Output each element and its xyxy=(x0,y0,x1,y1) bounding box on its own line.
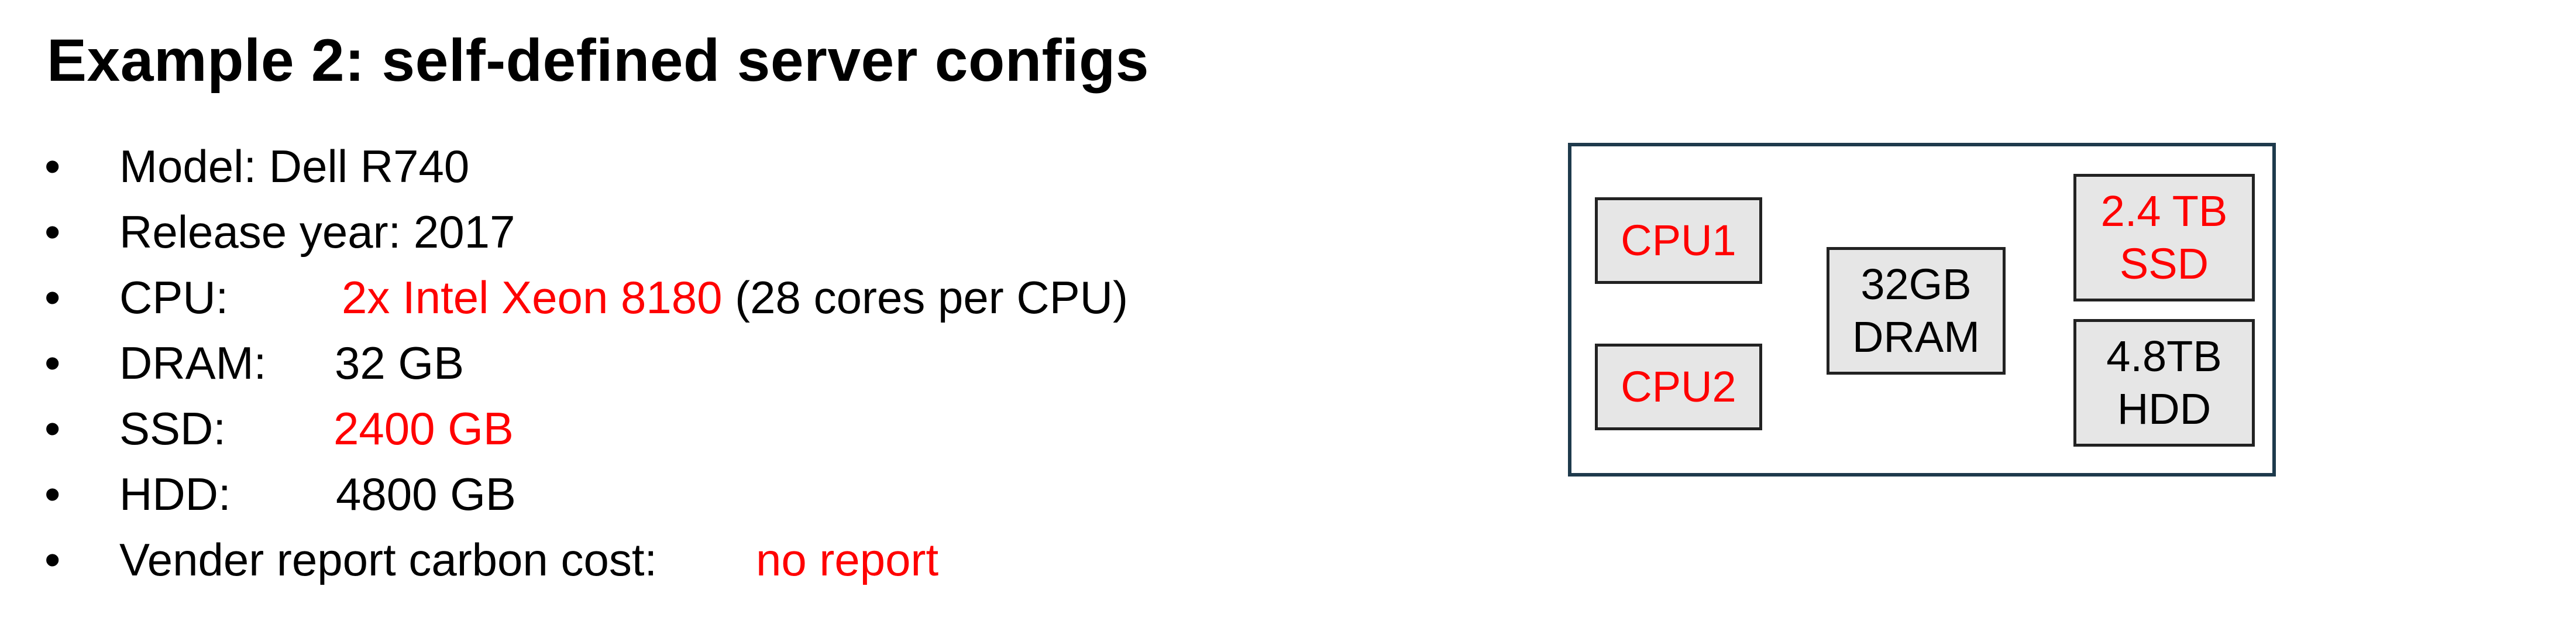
spec-label: Model: Dell R740 xyxy=(119,140,470,192)
spec-value-suffix: (28 cores per CPU) xyxy=(722,272,1129,323)
dram-size-label: 32GB xyxy=(1860,259,1972,309)
page-title: Example 2: self-defined server configs xyxy=(47,27,1149,94)
spec-label: SSD: xyxy=(119,403,226,454)
spec-value: 32 GB xyxy=(335,337,465,389)
spec-value: 2x Intel Xeon 8180 (28 cores per CPU) xyxy=(342,275,1128,320)
dram-block: 32GB DRAM xyxy=(1827,247,2006,375)
hdd-size-label: 4.8TB xyxy=(2106,331,2222,381)
spec-label: HDD: xyxy=(119,468,231,520)
cpu1-label: CPU1 xyxy=(1621,215,1736,265)
bullet-icon: • xyxy=(44,534,61,585)
spec-value-highlight: 2400 GB xyxy=(333,403,514,454)
bullet-icon: • xyxy=(44,468,61,520)
bullet-icon: • xyxy=(44,337,61,389)
spec-label: Vender report carbon cost: xyxy=(119,534,658,585)
spec-label: DRAM: xyxy=(119,337,267,389)
spec-value: 4800 GB xyxy=(336,468,516,520)
spec-label: CPU: xyxy=(119,272,229,323)
bullet-icon: • xyxy=(44,140,61,192)
cpu2-block: CPU2 xyxy=(1595,344,1762,430)
bullet-icon: • xyxy=(44,272,61,323)
server-diagram: CPU1 CPU2 32GB DRAM 2.4 TB SSD 4.8TB HDD xyxy=(1568,143,2276,477)
spec-value-highlight: 2x Intel Xeon 8180 xyxy=(342,272,723,323)
hdd-type-label: HDD xyxy=(2117,385,2212,433)
ssd-size-label: 2.4 TB xyxy=(2100,186,2228,235)
spec-value-highlight: no report xyxy=(756,534,939,585)
bullet-icon: • xyxy=(44,206,61,258)
cpu1-block: CPU1 xyxy=(1595,197,1762,284)
hdd-block: 4.8TB HDD xyxy=(2073,319,2255,447)
spec-label: Release year: 2017 xyxy=(119,206,515,258)
dram-type-label: DRAM xyxy=(1852,313,1980,361)
ssd-block: 2.4 TB SSD xyxy=(2073,174,2255,301)
ssd-type-label: SSD xyxy=(2119,239,2209,288)
bullet-icon: • xyxy=(44,403,61,454)
cpu2-label: CPU2 xyxy=(1621,362,1736,411)
